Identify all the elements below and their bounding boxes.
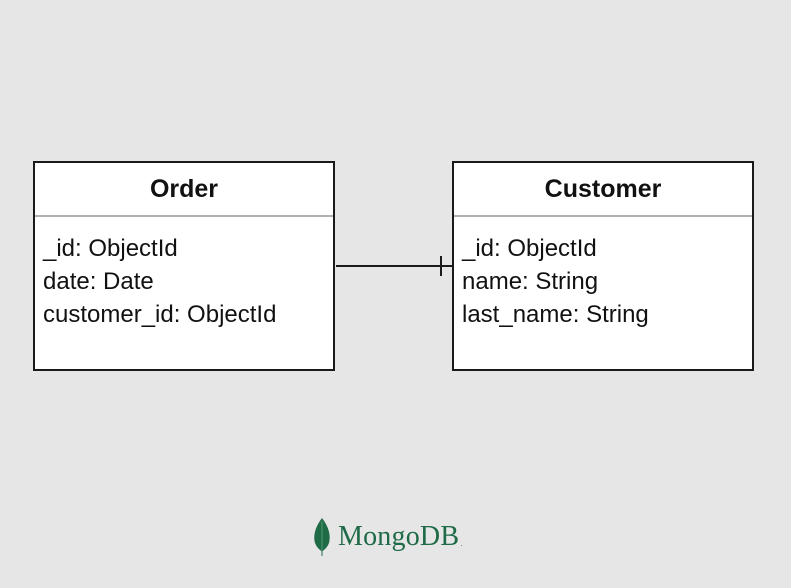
customer-field-id: _id: ObjectId	[462, 235, 597, 262]
leaf-icon	[314, 518, 330, 556]
order-field-date: date: Date	[43, 268, 154, 295]
logo-registered-mark: .	[460, 539, 463, 548]
order-entity: Order _id: ObjectId date: Date customer_…	[33, 161, 335, 371]
mongodb-logo: MongoDB .	[312, 516, 462, 558]
order-entity-header: Order	[35, 163, 333, 217]
customer-entity-header: Customer	[454, 163, 752, 217]
customer-field-last-name: last_name: String	[462, 301, 649, 328]
customer-field-name: name: String	[462, 268, 599, 295]
customer-entity-fields: _id: ObjectId name: String last_name: St…	[454, 217, 752, 331]
customer-entity-title: Customer	[544, 174, 662, 203]
logo-wordmark: MongoDB	[338, 521, 460, 552]
order-field-id: _id: ObjectId	[43, 235, 178, 262]
order-field-customer-id: customer_id: ObjectId	[43, 301, 277, 328]
order-entity-title: Order	[149, 174, 219, 203]
order-entity-fields: _id: ObjectId date: Date customer_id: Ob…	[35, 217, 333, 331]
customer-entity: Customer _id: ObjectId name: String last…	[452, 161, 754, 371]
